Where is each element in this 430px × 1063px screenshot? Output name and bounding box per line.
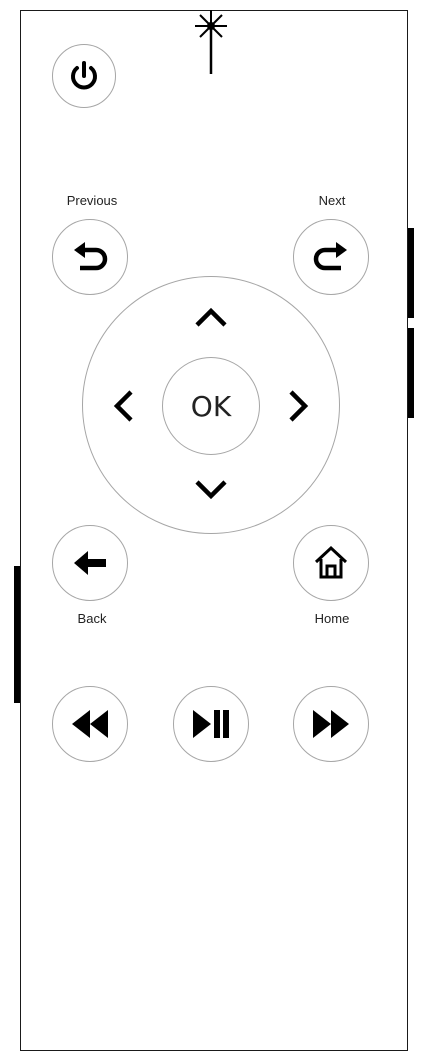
arrow-left-icon bbox=[74, 551, 106, 575]
ir-transmitter-icon bbox=[187, 6, 235, 78]
back-button[interactable] bbox=[52, 525, 128, 601]
power-icon bbox=[71, 61, 97, 90]
previous-button[interactable] bbox=[52, 219, 128, 295]
next-label: Next bbox=[318, 193, 346, 208]
chevron-up-icon bbox=[195, 307, 227, 327]
undo-arrow-icon bbox=[74, 242, 108, 271]
rewind-icon bbox=[72, 710, 108, 738]
redo-arrow-icon bbox=[313, 242, 347, 271]
next-button[interactable] bbox=[293, 219, 369, 295]
dpad-left-button[interactable] bbox=[101, 384, 145, 428]
fast-forward-button[interactable] bbox=[293, 686, 369, 762]
home-icon bbox=[314, 545, 348, 579]
chevron-down-icon bbox=[195, 480, 227, 500]
previous-label: Previous bbox=[66, 193, 118, 208]
chevron-right-icon bbox=[289, 390, 309, 422]
ok-button[interactable]: OK bbox=[162, 357, 260, 455]
chevron-left-icon bbox=[113, 390, 133, 422]
side-volume-down-key[interactable] bbox=[408, 328, 414, 418]
play-pause-icon bbox=[193, 710, 229, 738]
home-button[interactable] bbox=[293, 525, 369, 601]
play-pause-button[interactable] bbox=[173, 686, 249, 762]
dpad-down-button[interactable] bbox=[189, 468, 233, 512]
dpad-up-button[interactable] bbox=[189, 295, 233, 339]
home-label: Home bbox=[314, 611, 350, 626]
fast-forward-icon bbox=[313, 710, 349, 738]
power-button[interactable] bbox=[52, 44, 116, 108]
side-volume-up-key[interactable] bbox=[408, 228, 414, 318]
rewind-button[interactable] bbox=[52, 686, 128, 762]
dpad-right-button[interactable] bbox=[277, 384, 321, 428]
back-label: Back bbox=[77, 611, 107, 626]
side-left-key[interactable] bbox=[14, 566, 20, 703]
